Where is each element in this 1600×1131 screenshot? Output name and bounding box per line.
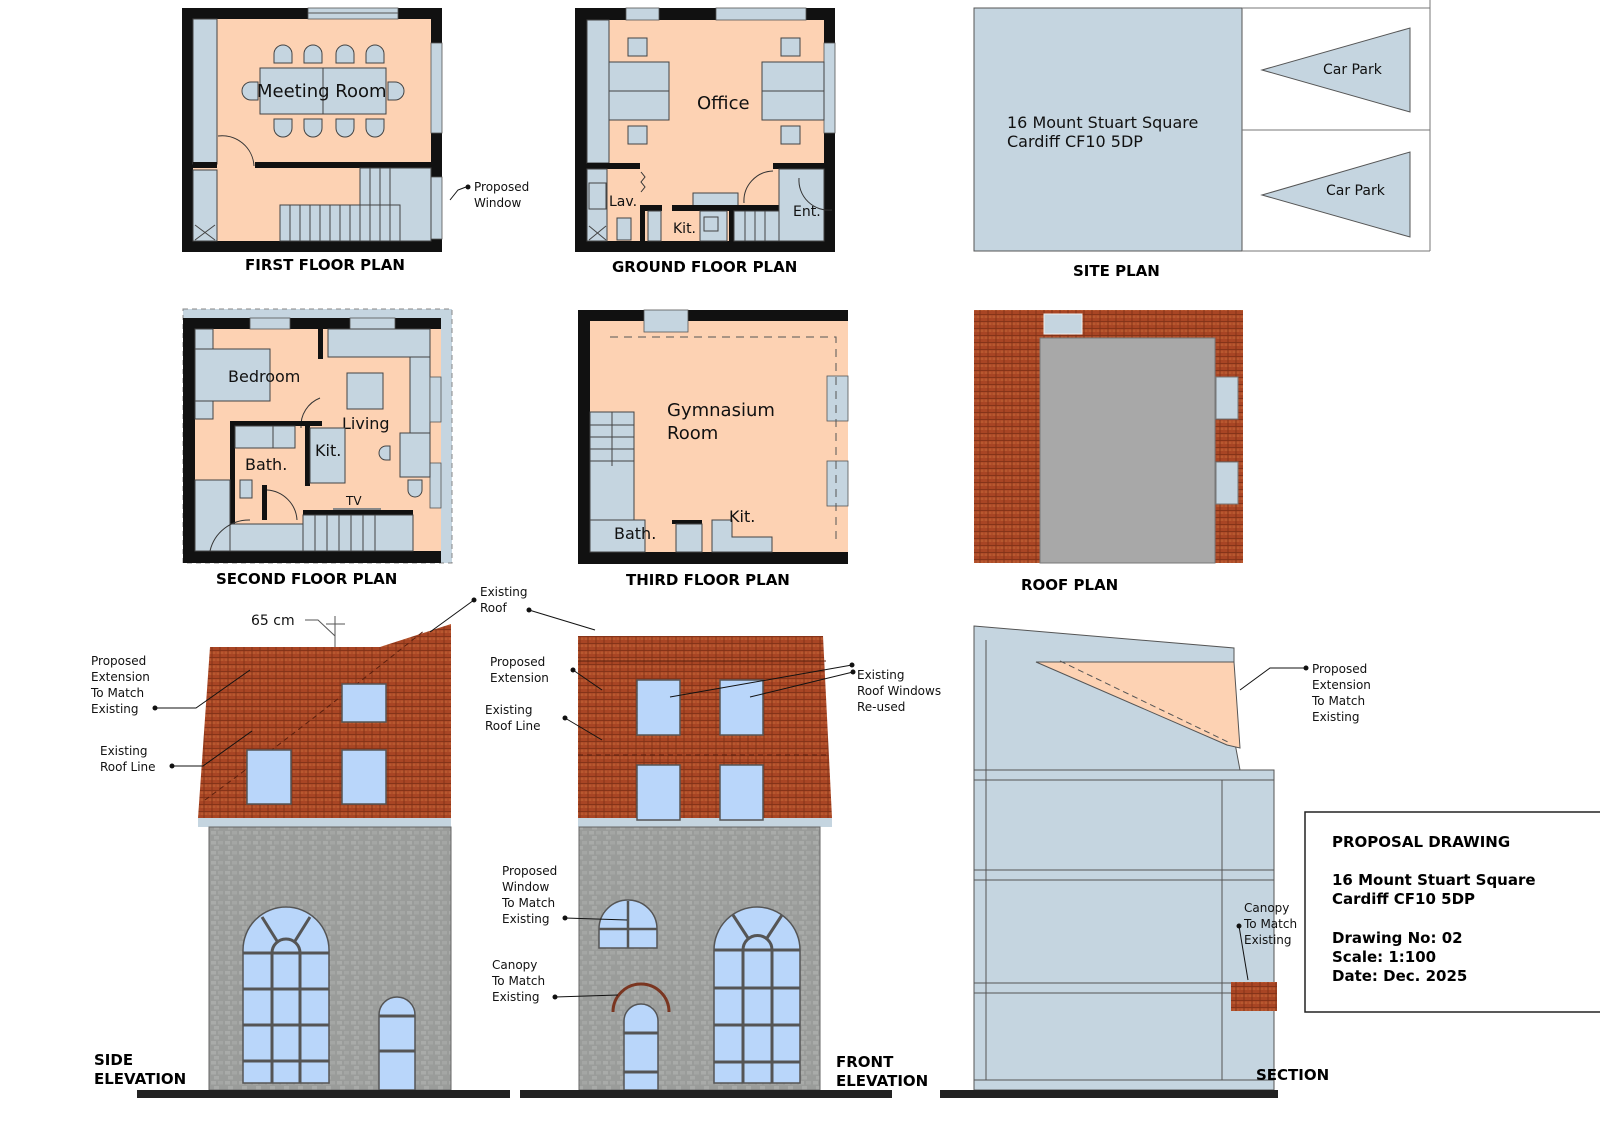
note-side-ext-l1: Proposed xyxy=(91,654,146,668)
note-side-ext-l3: To Match xyxy=(90,686,144,700)
note-front-ext-l2: Extension xyxy=(490,671,549,685)
title-side-elevation-l2: ELEVATION xyxy=(94,1070,186,1088)
title-site-plan: SITE PLAN xyxy=(1073,262,1160,280)
note-side-ext-l2: Extension xyxy=(91,670,150,684)
note-side-ext-l4: Existing xyxy=(91,702,139,716)
note-roof-windows-l1: Existing xyxy=(857,668,905,682)
room-label-living: Living xyxy=(342,414,390,433)
note-proposed-window-l1: Proposed xyxy=(474,180,529,194)
car-park-label-2: Car Park xyxy=(1326,183,1386,199)
title-section: SECTION xyxy=(1256,1066,1329,1084)
title-block-scale: Scale: 1:100 xyxy=(1332,948,1436,966)
ground-floor-plan: Office Lav. Kit. Ent. GROUND FLOOR PLAN xyxy=(575,7,836,276)
title-block-address-l1: 16 Mount Stuart Square xyxy=(1332,871,1536,889)
note-section-ext-l4: Existing xyxy=(1312,710,1360,724)
note-proposed-window-l2: Window xyxy=(474,196,522,210)
roof-plan: ROOF PLAN xyxy=(974,310,1243,594)
note-section-ext-l3: To Match xyxy=(1311,694,1365,708)
title-front-elevation-l1: FRONT xyxy=(836,1053,894,1071)
first-floor-plan: Meeting Room Proposed Window FIRST FLOOR… xyxy=(182,7,529,274)
title-side-elevation-l1: SIDE xyxy=(94,1051,133,1069)
label-tv: TV xyxy=(345,494,362,508)
note-side-rl-l1: Existing xyxy=(100,744,148,758)
side-elevation: 65 cm Proposed Extension To Match Existi… xyxy=(90,585,596,1098)
note-front-rl-l2: Roof Line xyxy=(485,719,541,733)
note-section-canopy-l1: Canopy xyxy=(1244,901,1289,915)
note-existing-roof-l2: Roof xyxy=(480,601,507,615)
room-label-room: Room xyxy=(667,423,718,444)
room-label-kit: Kit. xyxy=(673,221,696,237)
title-second-floor-plan: SECOND FLOOR PLAN xyxy=(216,570,397,588)
room-label-bath-3: Bath. xyxy=(614,524,656,543)
section-drawing: Proposed Extension To Match Existing Can… xyxy=(940,625,1371,1098)
note-front-canopy-l1: Canopy xyxy=(492,958,537,972)
room-label-office: Office xyxy=(697,93,750,114)
title-block-date: Date: Dec. 2025 xyxy=(1332,967,1467,985)
note-prop-window-l4: Existing xyxy=(502,912,550,926)
dimension-65cm: 65 cm xyxy=(251,613,295,629)
site-address-line2: Cardiff CF10 5DP xyxy=(1007,132,1143,151)
note-prop-window-l1: Proposed xyxy=(502,864,557,878)
room-label-lav: Lav. xyxy=(609,194,637,210)
site-plan: Car Park Car Park 16 Mount Stuart Square… xyxy=(973,0,1431,280)
room-label-bedroom: Bedroom xyxy=(228,367,300,386)
third-floor-plan: Gymnasium Room Kit. Bath. THIRD FLOOR PL… xyxy=(578,309,849,589)
note-front-rl-l1: Existing xyxy=(485,703,533,717)
note-front-canopy-l2: To Match xyxy=(491,974,545,988)
title-block-address-l2: Cardiff CF10 5DP xyxy=(1332,890,1475,908)
second-floor-plan: Bedroom Living Kit. Bath. TV SECOND FLOO… xyxy=(182,308,453,588)
note-existing-roof-l1: Existing xyxy=(480,585,528,599)
title-third-floor-plan: THIRD FLOOR PLAN xyxy=(626,571,790,589)
car-park-label-1: Car Park xyxy=(1323,62,1383,78)
room-label-bath: Bath. xyxy=(245,455,287,474)
site-address-line1: 16 Mount Stuart Square xyxy=(1007,113,1198,132)
note-roof-windows-l3: Re-used xyxy=(857,700,905,714)
room-label-meeting-room: Meeting Room xyxy=(257,81,387,102)
room-label-kit-3: Kit. xyxy=(729,507,755,526)
note-section-ext-l1: Proposed xyxy=(1312,662,1367,676)
note-roof-windows-l2: Roof Windows xyxy=(857,684,941,698)
front-elevation: Proposed Extension Existing Roof Line Ex… xyxy=(485,636,941,1098)
title-first-floor-plan: FIRST FLOOR PLAN xyxy=(245,256,405,274)
note-front-canopy-l3: Existing xyxy=(492,990,540,1004)
room-label-gymnasium: Gymnasium xyxy=(667,400,775,421)
title-block-drawing-no: Drawing No: 02 xyxy=(1332,929,1463,947)
note-section-ext-l2: Extension xyxy=(1312,678,1371,692)
note-prop-window-l2: Window xyxy=(502,880,550,894)
note-section-canopy-l3: Existing xyxy=(1244,933,1292,947)
room-label-entrance: Ent. xyxy=(793,204,821,220)
room-label-kit-2: Kit. xyxy=(315,441,341,460)
note-prop-window-l3: To Match xyxy=(501,896,555,910)
title-block-heading: PROPOSAL DRAWING xyxy=(1332,833,1510,851)
title-block: PROPOSAL DRAWING 16 Mount Stuart Square … xyxy=(1304,811,1600,1013)
title-front-elevation-l2: ELEVATION xyxy=(836,1072,928,1090)
title-roof-plan: ROOF PLAN xyxy=(1021,576,1118,594)
note-section-canopy-l2: To Match xyxy=(1243,917,1297,931)
note-side-rl-l2: Roof Line xyxy=(100,760,156,774)
note-front-ext-l1: Proposed xyxy=(490,655,545,669)
title-ground-floor-plan: GROUND FLOOR PLAN xyxy=(612,258,797,276)
